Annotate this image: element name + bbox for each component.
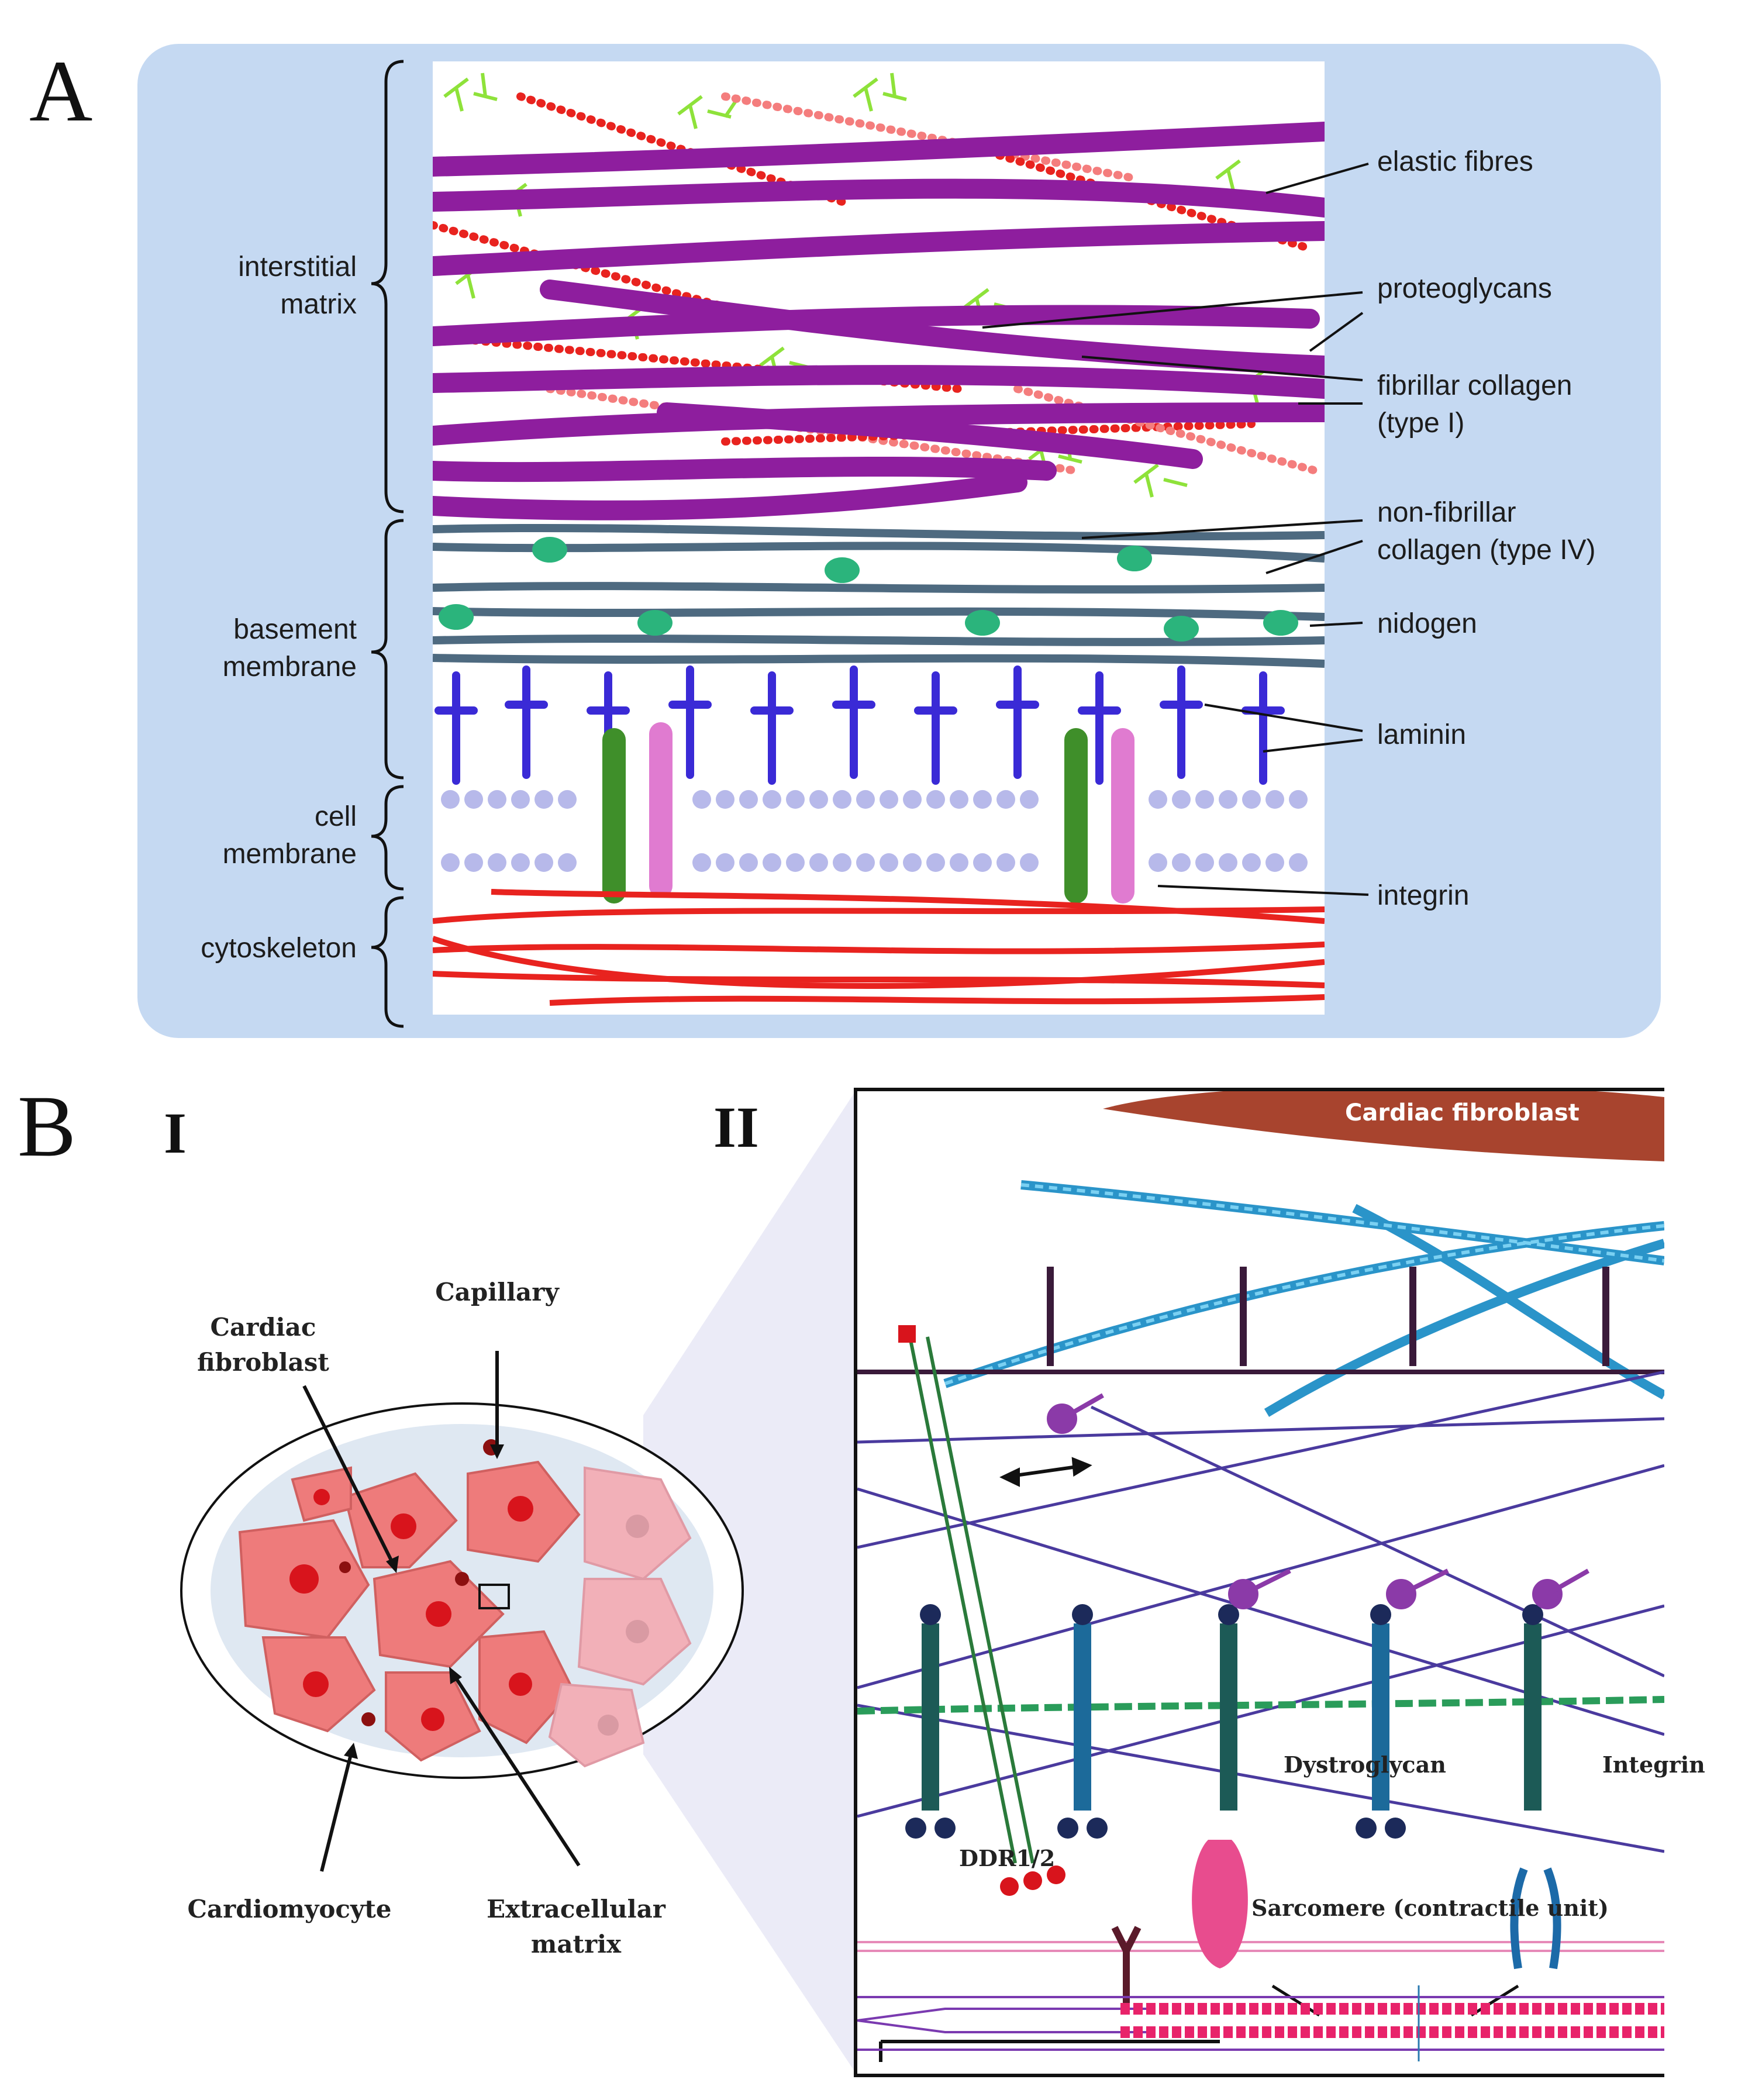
label-matrix-line2: matrix xyxy=(530,1930,622,1958)
pillar-caps xyxy=(905,1604,1543,1839)
panel-a-leader-lines xyxy=(982,163,1369,896)
sarcomere-strip xyxy=(857,1985,1664,2061)
sarcomere-arrows xyxy=(1271,1984,1519,2017)
laminin-shapes xyxy=(434,665,1285,785)
label-fibrillar-line2: (type I) xyxy=(1377,408,1465,439)
label-extracellular-line1: Extracellular xyxy=(487,1895,665,1923)
zoom-panel-svg xyxy=(857,1091,1664,2062)
ladder-chain xyxy=(908,1336,1034,1864)
label-zoom-cardiac-fibroblast: Cardiac fibroblast xyxy=(1345,1099,1580,1126)
label-cardiac-fibroblast: Cardiac fibroblast xyxy=(175,1310,351,1380)
label-cytoskeleton: cytoskeleton xyxy=(201,933,357,964)
lipid-bilayer-shapes xyxy=(441,790,1308,872)
nuclei xyxy=(289,1489,533,1731)
nidogen-shapes xyxy=(439,537,1298,642)
label-ddr: DDR1/2 xyxy=(959,1845,1056,1871)
matrix-layers-svg xyxy=(433,73,1325,1006)
label-extracellular-matrix: Extracellular matrix xyxy=(444,1892,708,1962)
label-fibrillar-collagen: fibrillar collagen (type I) xyxy=(1377,367,1573,442)
cardiac-fibroblast-cell xyxy=(1103,1091,1664,1161)
capillaries xyxy=(339,1439,499,1726)
ddr-receptor xyxy=(1111,1926,1142,2004)
tissue-cross-section xyxy=(180,1402,744,1779)
label-interstitial-line1: interstitial xyxy=(238,251,357,282)
label-cardiac-line1: Cardiac xyxy=(210,1313,316,1342)
label-sarcomere: Sarcomere (contractile unit) xyxy=(1251,1895,1609,1921)
zoom-panel xyxy=(854,1088,1664,2077)
left-braces xyxy=(371,60,404,1028)
label-nonfibrillar-line1: non-fibrillar xyxy=(1377,497,1516,528)
laminin-molecules xyxy=(1047,1393,1589,1609)
label-capillary: Capillary xyxy=(435,1278,559,1306)
label-basement-membrane: basement membrane xyxy=(175,611,357,686)
interaction-arrow xyxy=(999,1457,1092,1487)
integrin-zoom-shape xyxy=(1510,1867,1561,1970)
ladder-ends xyxy=(898,1325,1065,1896)
label-basement-line1: basement xyxy=(233,614,357,645)
label-interstitial-line2: matrix xyxy=(280,289,357,320)
integrin-shapes xyxy=(602,722,1134,904)
cytoskeleton-shapes xyxy=(433,889,1325,1006)
label-non-fibrillar-collagen: non-fibrillar collagen (type IV) xyxy=(1377,494,1596,569)
type-iv-collagen-shapes xyxy=(433,523,1325,668)
zoom-box xyxy=(478,1584,510,1609)
label-nidogen: nidogen xyxy=(1377,608,1477,639)
label-cardiomyocyte: Cardiomyocyte xyxy=(187,1895,392,1923)
label-laminin: laminin xyxy=(1377,719,1467,750)
label-proteoglycans: proteoglycans xyxy=(1377,273,1552,304)
panel-b-letter: B xyxy=(18,1078,77,1175)
fibrillar-collagen-shapes xyxy=(433,122,1325,520)
anchoring-posts xyxy=(1047,1267,1609,1366)
cell-membrane-lines xyxy=(857,1941,1664,1952)
basement-network xyxy=(857,1370,1664,1853)
label-cell-membrane: cell membrane xyxy=(175,798,357,873)
label-integrin: integrin xyxy=(1377,880,1470,911)
label-basement-line2: membrane xyxy=(222,651,357,682)
label-elastic-fibres: elastic fibres xyxy=(1377,146,1533,177)
label-cell-line1: cell xyxy=(314,801,357,832)
label-interstitial-matrix: interstitial matrix xyxy=(175,249,357,323)
label-nonfibrillar-line2: collagen (type IV) xyxy=(1377,535,1596,565)
panel-b-sub-ii: II xyxy=(713,1095,759,1160)
faded-nuclei xyxy=(598,1515,649,1736)
label-fibrillar-line1: fibrillar collagen xyxy=(1377,370,1573,401)
label-dystroglycan: Dystroglycan xyxy=(1284,1751,1446,1778)
dystrophin-shape xyxy=(1192,1840,1248,1968)
label-integrin-zoom: Integrin xyxy=(1602,1751,1705,1778)
panel-b-sub-i: I xyxy=(164,1101,187,1165)
label-cell-line2: membrane xyxy=(222,839,357,870)
dystroglycan-pillars xyxy=(922,1623,1542,1811)
extracellular-matrix-illustration xyxy=(433,61,1325,1015)
panel-a-letter: A xyxy=(29,43,93,140)
label-fibroblast-line2: fibroblast xyxy=(197,1348,329,1377)
